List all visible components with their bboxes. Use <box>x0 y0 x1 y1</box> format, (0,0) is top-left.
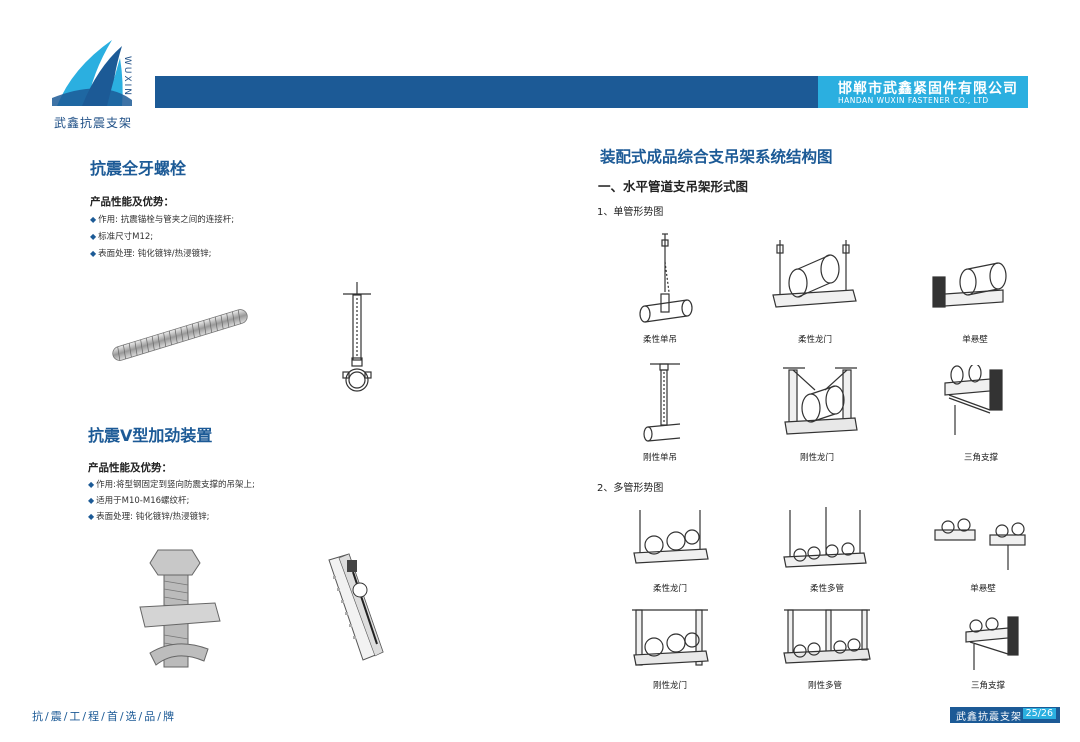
caption-multi-flexible-gantry: 柔性龙门 <box>652 584 687 594</box>
caption-multi-triangle-support: 三角支撑 <box>970 681 1005 691</box>
diagram-title: 装配式成品综合支吊架系统结构图 <box>600 148 833 166</box>
multi-rigid-gantry-drawing <box>632 609 709 666</box>
diamond-bullet-icon: ◆ <box>90 232 97 241</box>
group2-label: 2、多管形势图 <box>597 483 664 494</box>
flexible-multi-pipe-drawing <box>783 507 867 568</box>
rod-clamp-drawing <box>342 282 372 392</box>
caption-triangle-support: 三角支撑 <box>963 453 998 463</box>
footer-brand-box: 武鑫抗震支架 25/26 <box>950 707 1060 723</box>
bolt-nut-image <box>139 549 221 668</box>
single-cantilever-drawing <box>932 262 1007 308</box>
section1-subheading: 产品性能及优势： <box>90 196 174 208</box>
triangle-support-drawing <box>944 365 1003 435</box>
section2-bullet: ◆适用于M10-M16螺纹杆; <box>88 496 190 506</box>
caption-multi-rigid-gantry: 刚性龙门 <box>652 681 687 691</box>
diamond-bullet-icon: ◆ <box>90 215 97 224</box>
section2-title: 抗震V型加劲装置 <box>88 426 213 445</box>
caption-multi-single-cantilever: 单悬壁 <box>970 584 996 594</box>
section2-bullet: ◆表面处理: 钝化镀锌/热浸镀锌; <box>88 512 210 522</box>
flexible-single-hanger-drawing <box>639 233 693 323</box>
diamond-bullet-icon: ◆ <box>88 512 95 521</box>
caption-single-cantilever: 单悬壁 <box>962 335 988 345</box>
company-logo <box>52 40 132 106</box>
footer-brand: 武鑫抗震支架 <box>956 712 1022 723</box>
company-name-cn: 邯郸市武鑫紧固件有限公司 <box>838 81 1018 97</box>
diagram-subtitle: 一、水平管道支吊架形式图 <box>598 179 749 194</box>
section1-title: 抗震全牙螺栓 <box>90 159 187 178</box>
logo-text: 武鑫抗震支架 <box>54 116 133 130</box>
multi-single-cantilever-drawing <box>934 518 1026 570</box>
rigid-single-hanger-drawing <box>643 363 681 442</box>
flexible-gantry-drawing <box>772 240 857 308</box>
footer-slogan: 抗/震/工/程/首/选/品/牌 <box>32 710 176 723</box>
caption-rigid-single-hanger: 刚性单吊 <box>642 453 677 463</box>
diamond-bullet-icon: ◆ <box>88 480 95 489</box>
multi-triangle-support-drawing <box>965 616 1019 670</box>
diamond-bullet-icon: ◆ <box>88 496 95 505</box>
multi-flexible-gantry-drawing <box>633 510 709 564</box>
section1-bullet: ◆表面处理: 钝化镀锌/热浸镀锌; <box>90 249 212 259</box>
caption-flexible-gantry: 柔性龙门 <box>797 335 832 345</box>
channel-brace-drawing <box>328 553 384 661</box>
section2-subheading: 产品性能及优势： <box>88 462 172 474</box>
caption-rigid-gantry: 刚性龙门 <box>799 453 834 463</box>
group1-label: 1、单管形势图 <box>597 207 664 218</box>
diamond-bullet-icon: ◆ <box>90 249 97 258</box>
threaded-rod-image <box>112 309 248 361</box>
rigid-gantry-drawing <box>783 367 858 435</box>
rigid-multi-pipe-drawing <box>783 609 871 664</box>
caption-rigid-multi-pipe: 刚性多管 <box>807 681 842 691</box>
logo-latin-text: WUXIN <box>122 56 132 98</box>
section1-bullet: ◆标准尺寸M12; <box>90 232 154 242</box>
company-name-box: 邯郸市武鑫紧固件有限公司 HANDAN WUXIN FASTENER CO., … <box>818 76 1028 108</box>
page-number: 25/26 <box>1022 708 1056 719</box>
section2-bullet: ◆作用:将型钢固定到竖向防震支撑的吊架上; <box>88 480 255 490</box>
company-name-en: HANDAN WUXIN FASTENER CO., LTD <box>838 96 989 105</box>
caption-flexible-multi-pipe: 柔性多管 <box>809 584 844 594</box>
caption-flexible-single-hanger: 柔性单吊 <box>642 335 677 345</box>
section1-bullet: ◆作用: 抗震锚栓与管夹之间的连接杆; <box>90 215 235 225</box>
